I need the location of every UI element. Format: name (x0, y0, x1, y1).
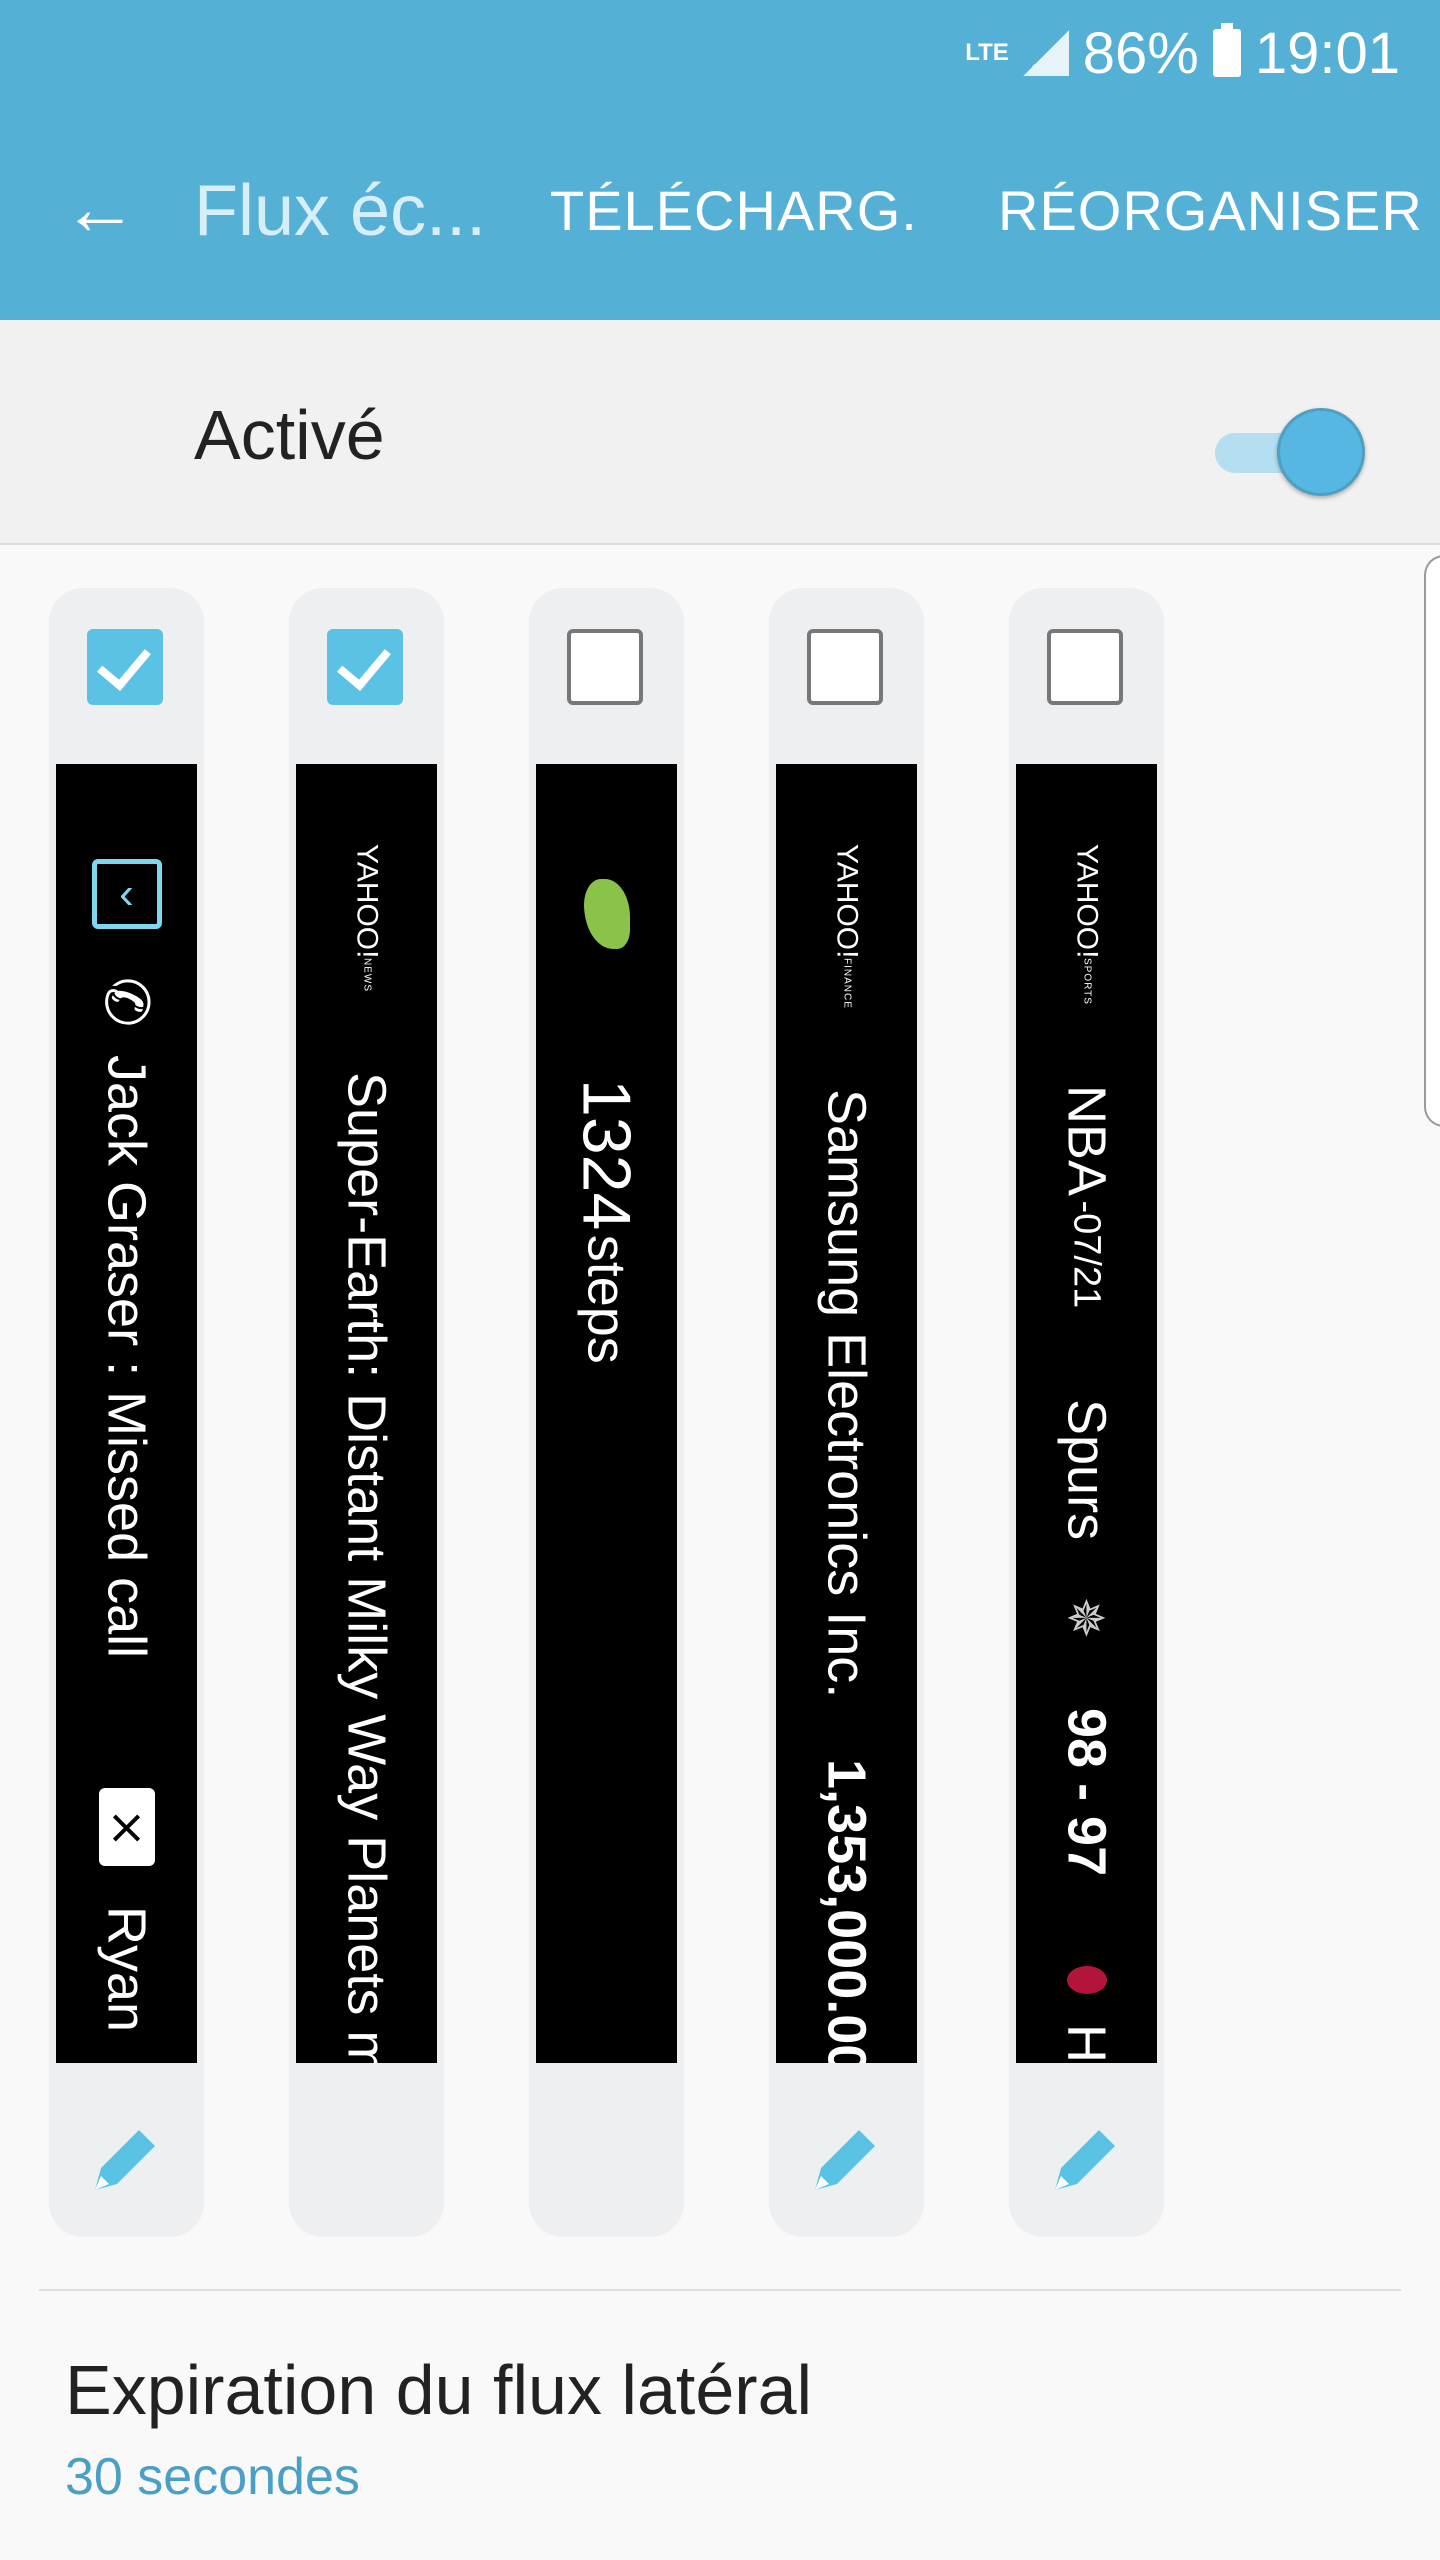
panel-checkbox[interactable] (87, 629, 163, 705)
app-bar: LTE 86% 19:01 ← Flux éc... TÉLÉCHARG. RÉ… (0, 0, 1440, 320)
missed-call-text: Jack Graser : Missed call (96, 1055, 157, 1659)
panel-preview: YAHOO!NEWS Super-Earth: Distant Milky Wa… (296, 764, 437, 2063)
mail-icon: ⨯ (98, 1788, 155, 1867)
call-log-icon: ‹ (91, 859, 162, 929)
missed-call-icon: ✆ (93, 976, 161, 1028)
stock-value: 1,353,000.00 (816, 1758, 877, 2063)
yahoo-news-logo: YAHOO!NEWS (350, 844, 384, 993)
opponent-name: H (1056, 2024, 1117, 2063)
team-name: Spurs (1056, 1398, 1117, 1540)
edit-pencil-icon[interactable] (807, 2118, 887, 2198)
back-arrow-icon[interactable]: ← (62, 166, 138, 251)
yahoo-finance-logo: YAHOO!FINANCE (830, 844, 864, 1010)
panel-preview: 1324 steps (536, 764, 677, 2063)
panel-checkbox[interactable] (1047, 629, 1123, 705)
panel-card-calls: ‹ ✆ Jack Graser : Missed call ⨯ Ryan (49, 588, 204, 2237)
panel-checkbox[interactable] (807, 629, 883, 705)
clock: 19:01 (1254, 20, 1400, 86)
edit-pencil-icon[interactable] (1047, 2118, 1127, 2198)
panel-checkbox[interactable] (567, 629, 643, 705)
master-switch-row[interactable]: Activé (0, 320, 1440, 545)
yahoo-sports-logo: YAHOO!SPORTS (1070, 844, 1104, 1006)
panel-checkbox[interactable] (327, 629, 403, 705)
steps-text: 1324 steps (568, 1079, 645, 1364)
edge-panel-handle[interactable] (1424, 555, 1440, 1127)
game-score: 98 - 97 (1056, 1707, 1117, 1876)
lte-icon: LTE (965, 39, 1009, 66)
panel-preview: ‹ ✆ Jack Graser : Missed call ⨯ Ryan (56, 764, 197, 2063)
expiration-title: Expiration du flux latéral (65, 2351, 813, 2429)
news-headline: Super-Earth: Distant Milky Way Planets m… (336, 1072, 397, 2063)
spurs-logo-icon: ✵ (1065, 1590, 1108, 1647)
heat-logo-icon (1066, 1965, 1107, 1994)
panel-preview: YAHOO!FINANCE Samsung Electronics Inc. 1… (776, 764, 917, 2063)
stock-name: Samsung Electronics Inc. (816, 1089, 877, 1699)
status-bar: LTE 86% 19:01 (965, 18, 1400, 88)
mail-sender-text: Ryan (96, 1906, 157, 2033)
download-button[interactable]: TÉLÉCHARG. (550, 179, 918, 242)
shoe-icon (583, 879, 630, 949)
edit-pencil-icon[interactable] (87, 2118, 167, 2198)
panel-preview: YAHOO!SPORTS NBA -07/21 Spurs ✵ 98 - 97 … (1016, 764, 1157, 2063)
divider (39, 2289, 1401, 2291)
expiration-value: 30 secondes (65, 2448, 360, 2506)
page-title: Flux éc... (194, 171, 487, 251)
master-toggle[interactable] (1215, 408, 1365, 498)
master-switch-label: Activé (194, 396, 385, 474)
signal-icon (1022, 30, 1069, 76)
panel-card-yahoo-sports: YAHOO!SPORTS NBA -07/21 Spurs ✵ 98 - 97 … (1009, 588, 1164, 2237)
game-league-date: NBA -07/21 (1056, 1085, 1117, 1309)
panel-card-yahoo-news: YAHOO!NEWS Super-Earth: Distant Milky Wa… (289, 588, 444, 2237)
battery-percent: 86% (1082, 20, 1199, 86)
panel-card-steps: 1324 steps (529, 588, 684, 2237)
reorganize-button[interactable]: RÉORGANISER (998, 179, 1423, 242)
panel-card-yahoo-finance: YAHOO!FINANCE Samsung Electronics Inc. 1… (769, 588, 924, 2237)
battery-icon (1212, 23, 1241, 77)
